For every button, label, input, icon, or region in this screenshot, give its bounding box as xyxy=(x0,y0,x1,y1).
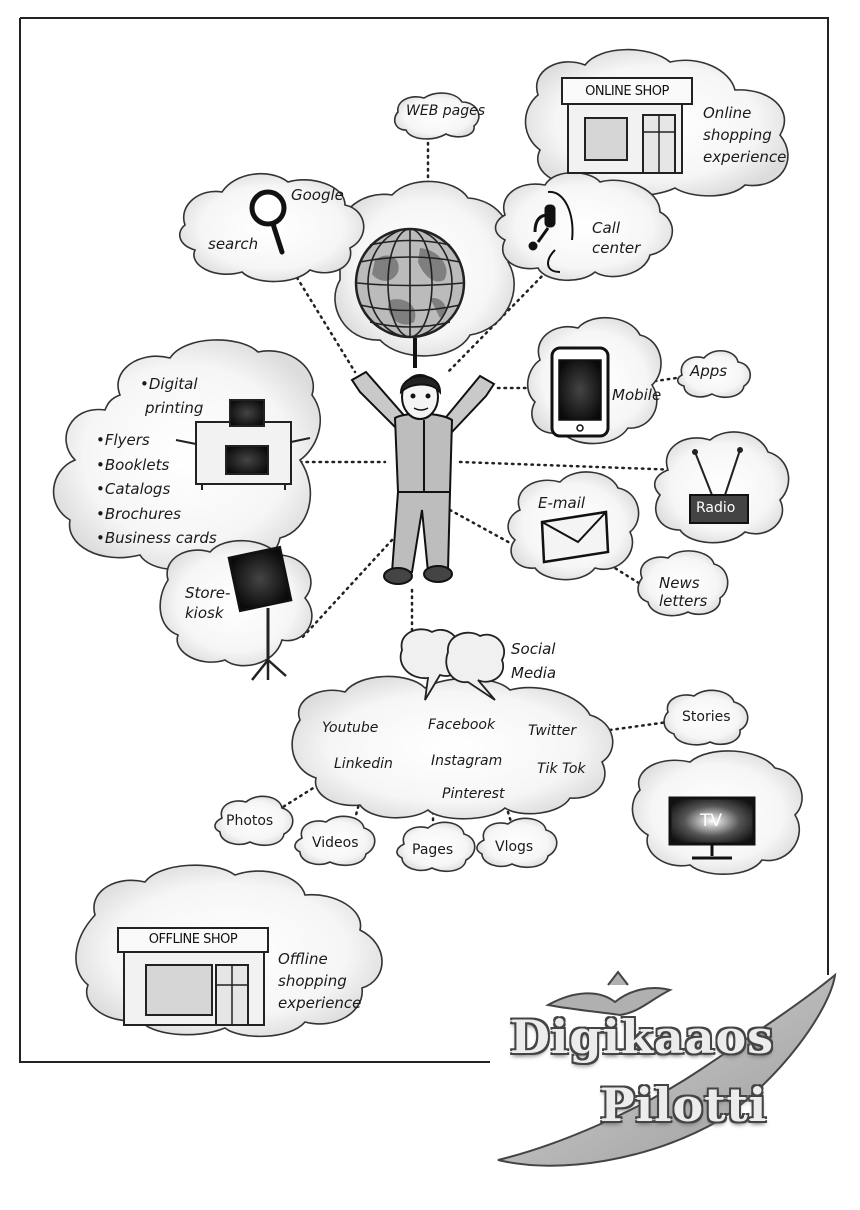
printing-title-2: printing xyxy=(145,399,204,417)
kiosk-label-1: Store- xyxy=(185,584,231,602)
speech-bubbles-icon xyxy=(399,628,505,701)
newsletters-label-1: News xyxy=(659,574,700,592)
call-center-label-1: Call xyxy=(592,219,621,237)
offline-shop-building xyxy=(117,927,269,1026)
tv-icon xyxy=(668,796,756,860)
platform-twitter: Twitter xyxy=(528,723,577,739)
radio-label: Radio xyxy=(696,500,736,516)
online-shop-caption-1: Online xyxy=(703,104,752,122)
platform-linkedin: Linkedin xyxy=(334,756,393,772)
pages-label: Pages xyxy=(412,842,454,858)
cloud-newsletters xyxy=(637,550,729,617)
platform-instagram: Instagram xyxy=(431,753,503,769)
globe-icon xyxy=(354,227,466,368)
stories-label: Stories xyxy=(682,709,731,725)
social-media-label-1: Social xyxy=(511,640,556,658)
newsletters-label-2: letters xyxy=(659,592,708,610)
online-shop-caption-3: experience xyxy=(703,148,787,166)
cloud-apps xyxy=(676,350,751,399)
kiosk-label-2: kiosk xyxy=(185,604,224,622)
online-shop-caption-2: shopping xyxy=(703,126,772,144)
cloud-social-platforms xyxy=(291,675,614,820)
apps-label: Apps xyxy=(690,362,728,380)
email-label: E-mail xyxy=(538,494,586,512)
platform-pinterest: Pinterest xyxy=(442,786,505,802)
smartphone-icon xyxy=(550,346,610,438)
printing-item: •Business cards xyxy=(96,529,217,547)
headset-icon xyxy=(528,190,574,273)
logo-text-line1: Digikaaos xyxy=(510,1010,775,1064)
platform-facebook: Facebook xyxy=(428,717,496,733)
online-shop-sign: ONLINE SHOP xyxy=(585,84,669,99)
printer-icon xyxy=(175,399,311,490)
person-figure xyxy=(350,370,496,585)
store-kiosk-icon xyxy=(227,545,293,681)
envelope-icon xyxy=(540,510,610,564)
web-pages-label: WEB pages xyxy=(406,103,486,119)
tv-label: TV xyxy=(700,811,723,831)
google-label: Google xyxy=(291,186,344,204)
photos-label: Photos xyxy=(226,813,274,829)
cloud-videos xyxy=(294,815,376,867)
printing-title-1: •Digital xyxy=(140,375,198,393)
call-center-label-2: center xyxy=(592,239,641,257)
digikaaos-logo-graphic xyxy=(497,970,837,1167)
cloud-radio xyxy=(653,431,790,544)
radio-icon xyxy=(689,447,749,524)
cloud-stories xyxy=(663,689,749,746)
offline-shop-caption-1: Offline xyxy=(278,950,328,968)
cloud-web-pages xyxy=(393,92,480,140)
cloud-vlogs xyxy=(476,817,558,869)
magnifying-glass-icon xyxy=(249,189,287,255)
printing-item: •Flyers xyxy=(96,431,150,449)
printing-items: •Flyers •Booklets •Catalogs •Brochures •… xyxy=(96,428,217,551)
cloud-photos xyxy=(214,795,294,847)
printing-item: •Booklets xyxy=(96,455,170,474)
logo-text-line2: Pilotti xyxy=(600,1078,768,1132)
printing-item: •Catalogs xyxy=(96,480,171,498)
cloud-call-center xyxy=(494,171,674,282)
offline-shop-sign: OFFLINE SHOP xyxy=(148,932,238,947)
cloud-pages xyxy=(396,821,476,873)
offline-shop-caption-2: shopping xyxy=(278,972,347,990)
platform-tiktok: Tik Tok xyxy=(537,761,586,777)
search-label: search xyxy=(208,235,259,253)
platform-youtube: Youtube xyxy=(322,720,379,736)
social-media-label-2: Media xyxy=(511,664,557,682)
vlogs-label: Vlogs xyxy=(495,839,534,855)
online-shop-building xyxy=(561,77,693,174)
printing-item: •Brochures xyxy=(96,504,181,523)
mobile-label: Mobile xyxy=(612,386,662,404)
videos-label: Videos xyxy=(312,835,359,851)
offline-shop-caption-3: experience xyxy=(278,994,362,1012)
page-frame xyxy=(19,17,829,1063)
